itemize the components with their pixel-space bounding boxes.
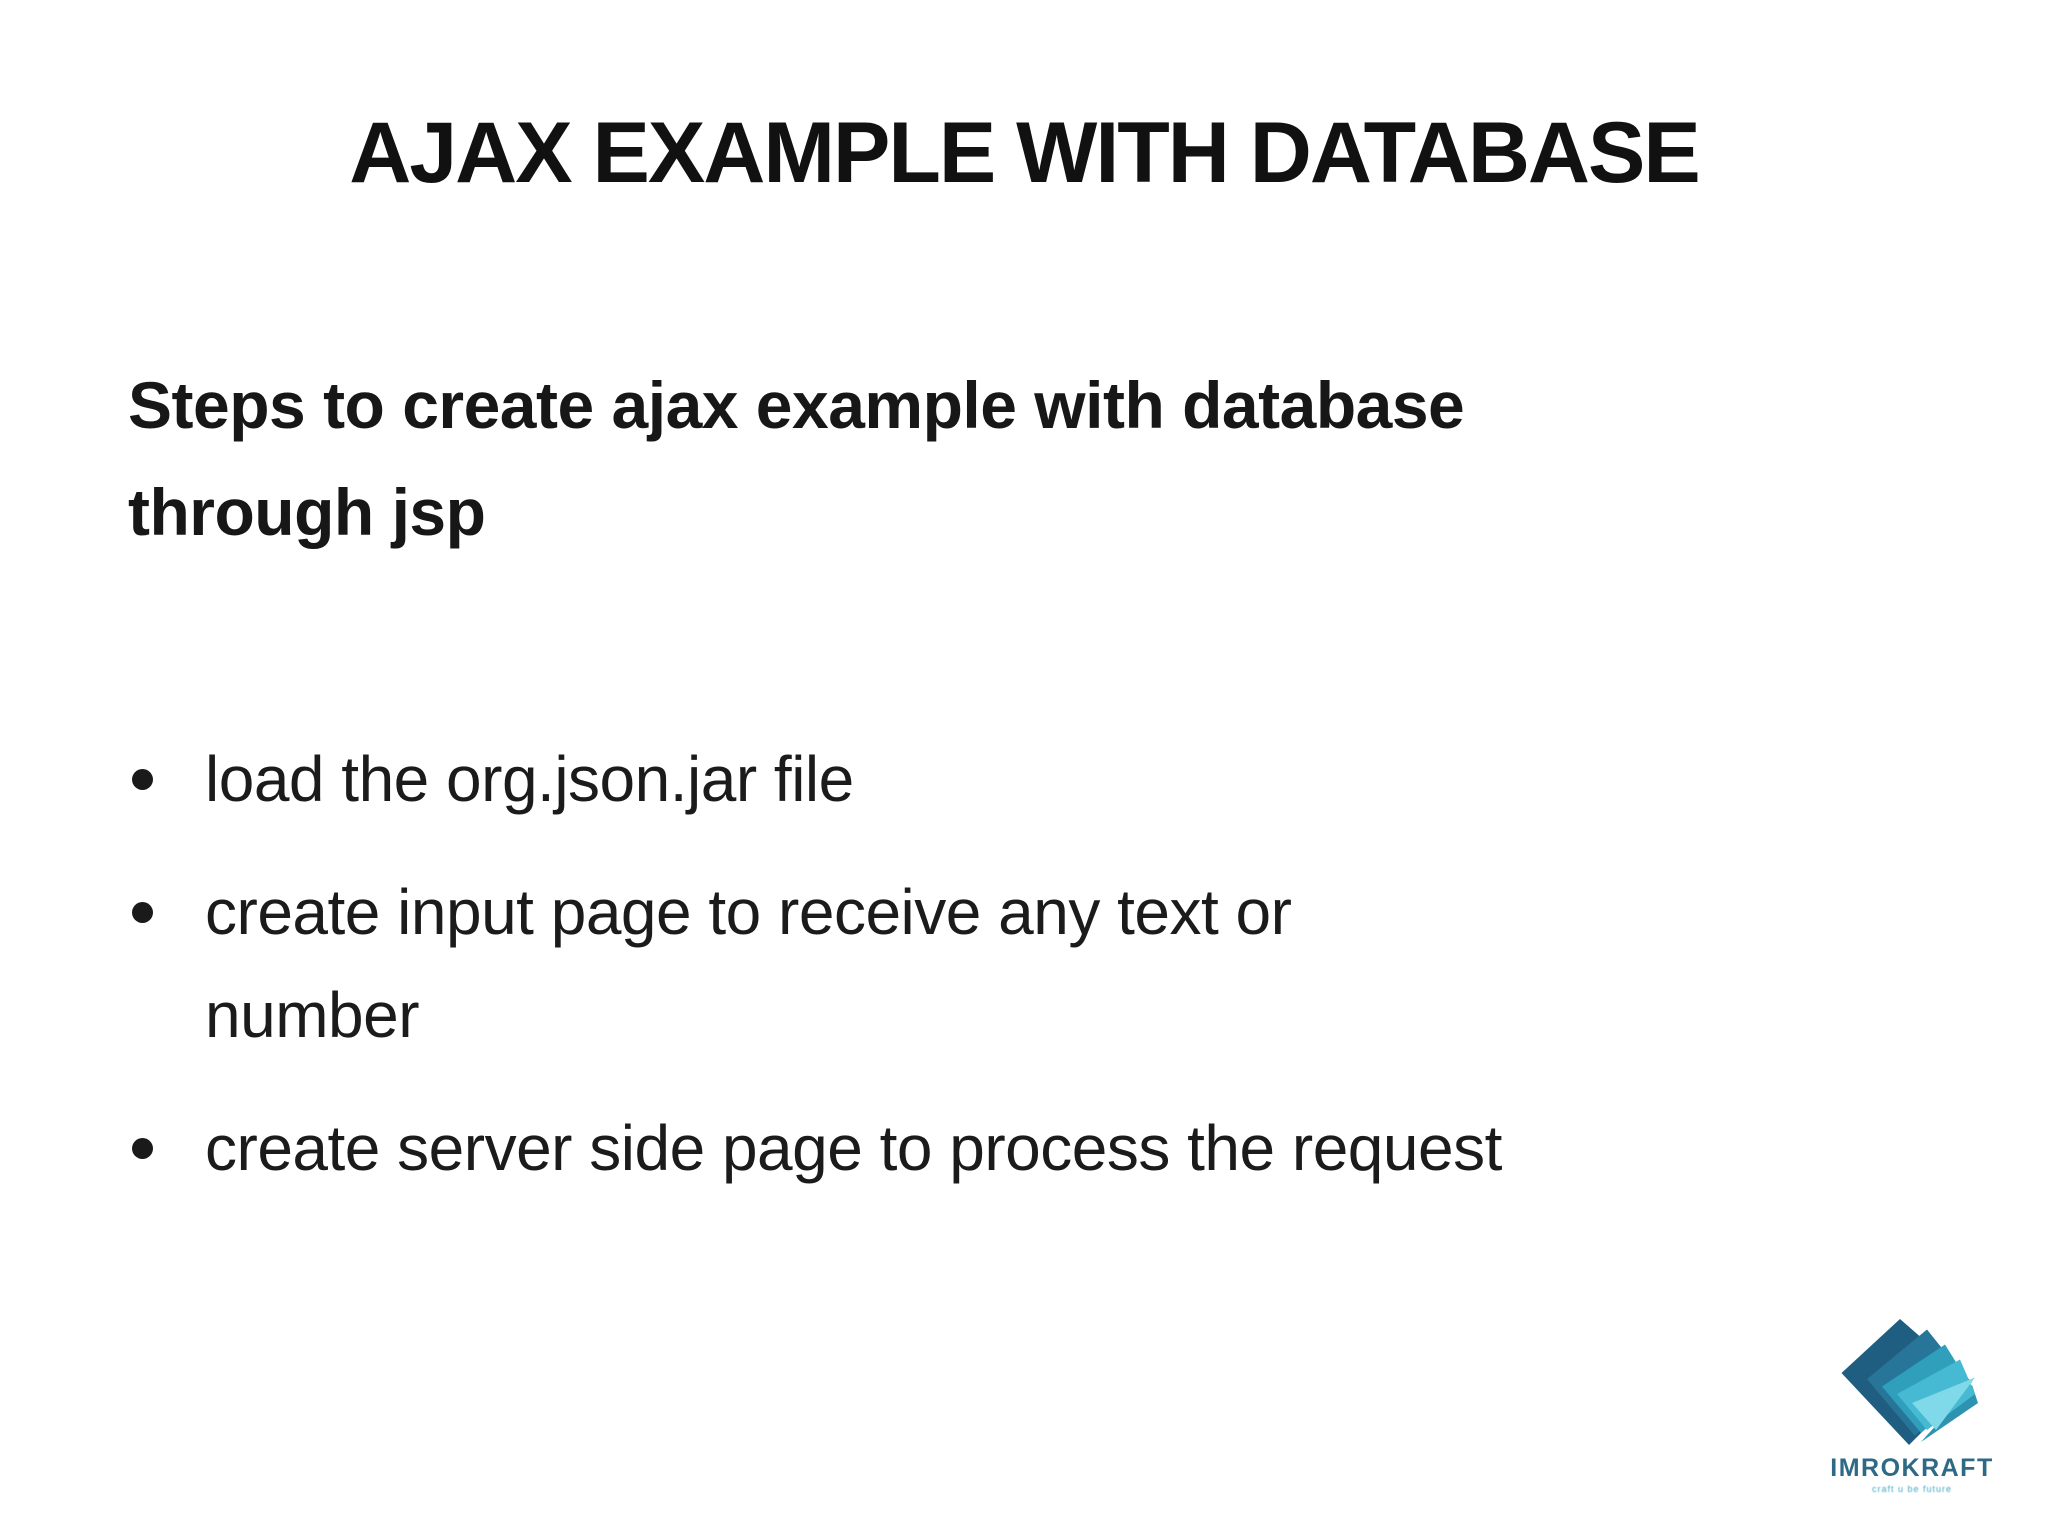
bullet-list: load the org.json.jar file create input … (132, 728, 1892, 1231)
bullet-icon (132, 1138, 153, 1160)
bullet-icon (132, 902, 153, 924)
logo-layer-lightest (1912, 1377, 1975, 1430)
bullet-text: load the org.json.jar file (205, 743, 854, 815)
bullet-item: load the org.json.jar file (132, 728, 1892, 830)
bullet-item: create input page to receive any text or… (132, 861, 1892, 1066)
bullet-icon (132, 769, 153, 790)
logo-tagline: craft u be future (1871, 1484, 1953, 1494)
bullet-item: create server side page to process the r… (132, 1097, 1892, 1199)
logo-brand-text: IMROKRAFT (1830, 1454, 1994, 1482)
slide-title: AJAX EXAMPLE WITH DATABASE (349, 105, 1701, 201)
bullet-text: create input page to receive any text or… (205, 876, 1292, 1051)
bullet-text: create server side page to process the r… (205, 1112, 1502, 1185)
imrokraft-logo: IMROKRAFT craft u be future (1812, 1316, 2012, 1494)
slide-heading: Steps to create ajax example with databa… (128, 368, 1465, 549)
stacked-pages-icon (1841, 1319, 1978, 1445)
